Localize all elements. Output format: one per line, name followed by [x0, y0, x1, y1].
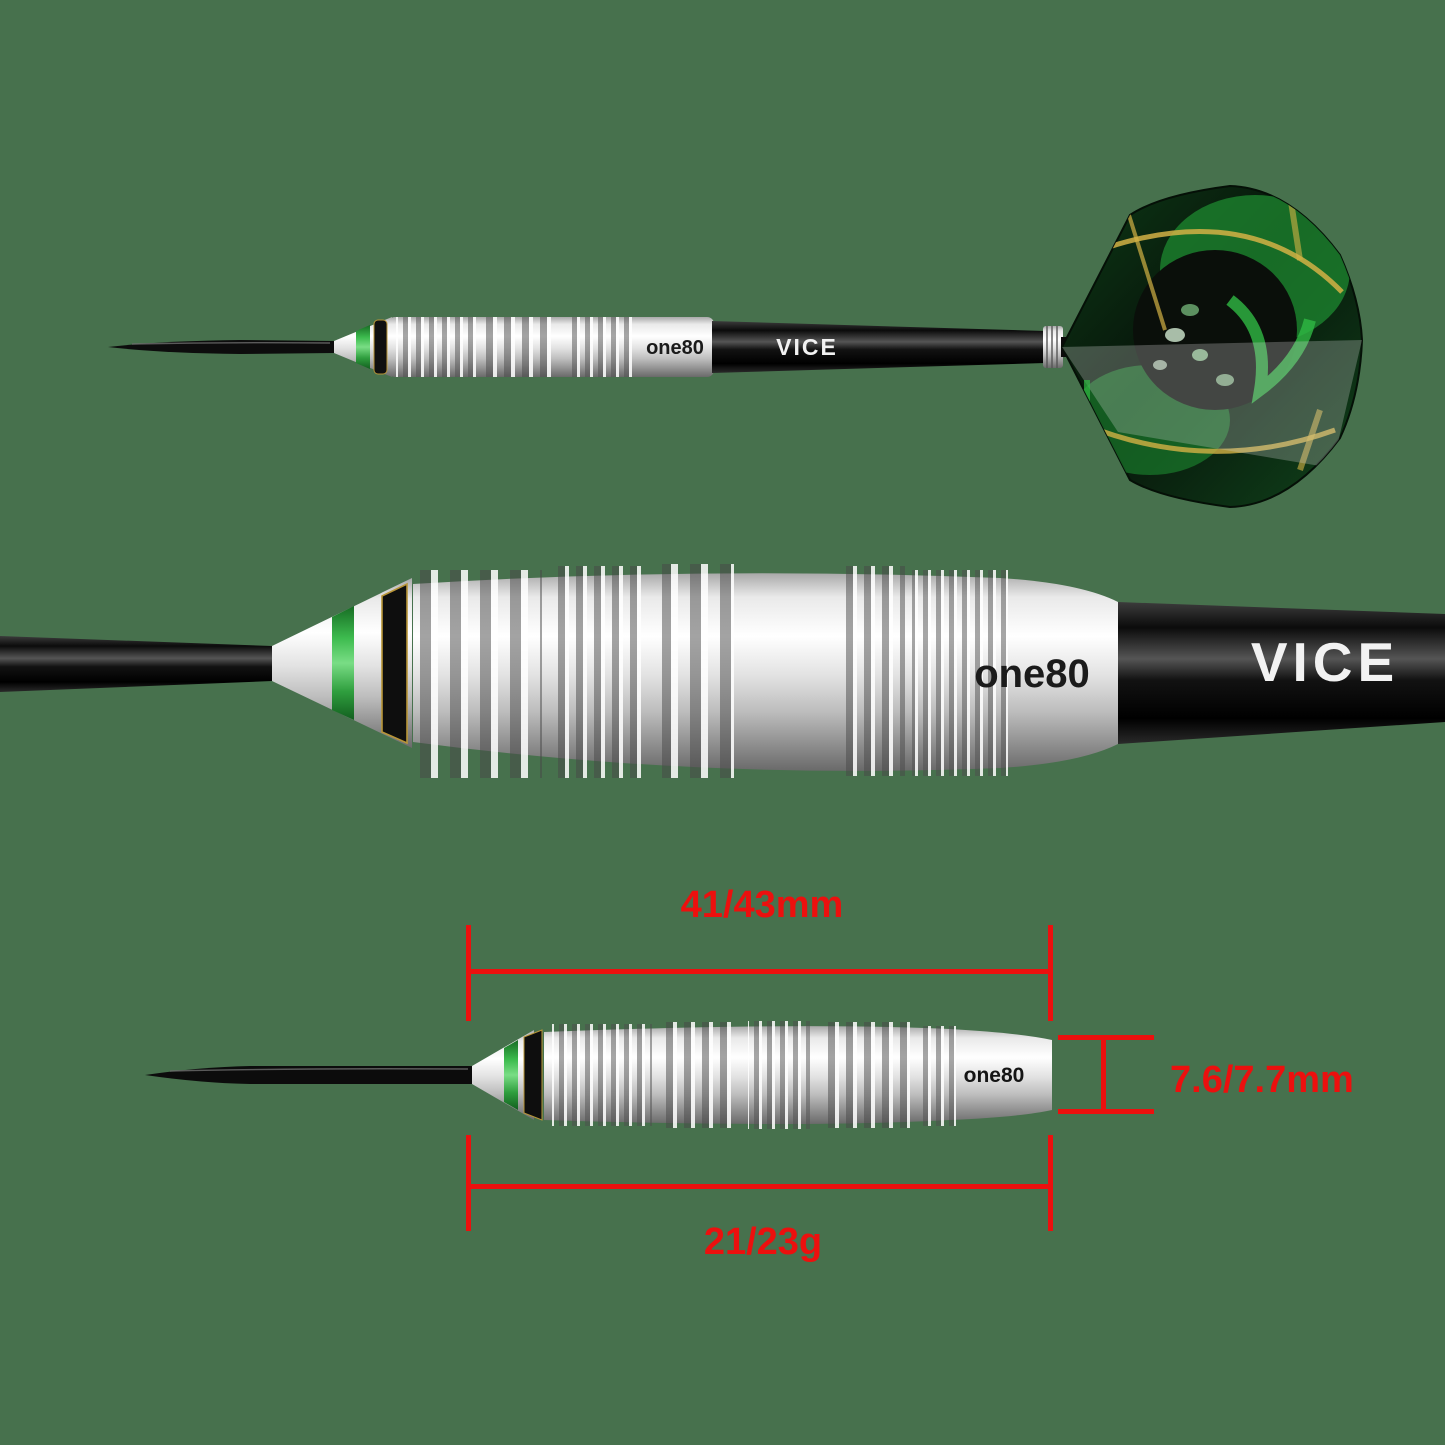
barrel-logo-small: one80 — [964, 1064, 1025, 1087]
dart-shaft-closeup — [1118, 602, 1445, 744]
weight-dimension-right-tick — [1048, 1135, 1053, 1231]
weight-label: 21/23g — [703, 1221, 823, 1263]
black-o-ring-closeup — [381, 582, 408, 745]
diameter-dimension-top-tick — [1058, 1035, 1154, 1040]
green-ring-small — [504, 1040, 518, 1110]
barrel-length-label: 41/43mm — [680, 884, 844, 926]
diameter-dimension-bottom-tick — [1058, 1109, 1154, 1114]
dart-shaft — [712, 321, 1045, 373]
dart-barrel-closeup-view: one80 VICE — [0, 564, 1445, 778]
barrel-nose-cone-small — [472, 1030, 534, 1120]
weight-dimension-line — [466, 1184, 1053, 1189]
black-o-ring-small — [523, 1029, 543, 1121]
dart-point-closeup — [0, 636, 272, 692]
barrel-logo-top: one80 — [646, 337, 704, 359]
green-ring — [356, 325, 370, 369]
length-dimension-line — [466, 969, 1053, 974]
dart-dimension-view: one80 — [145, 1021, 1052, 1129]
shaft-logo-top: VICE — [776, 334, 838, 360]
dart-flight — [1060, 184, 1364, 509]
barrel-logo-closeup: one80 — [974, 652, 1090, 696]
diameter-dimension-line — [1101, 1035, 1106, 1114]
green-ring-closeup — [332, 606, 354, 720]
weight-dimension-left-tick — [466, 1135, 471, 1231]
dart-full-side-view: one80 VICE — [108, 184, 1364, 509]
black-o-ring — [373, 319, 388, 375]
barrel-diameter-label: 7.6/7.7mm — [1170, 1059, 1354, 1101]
shaft-logo-closeup: VICE — [1251, 631, 1399, 693]
